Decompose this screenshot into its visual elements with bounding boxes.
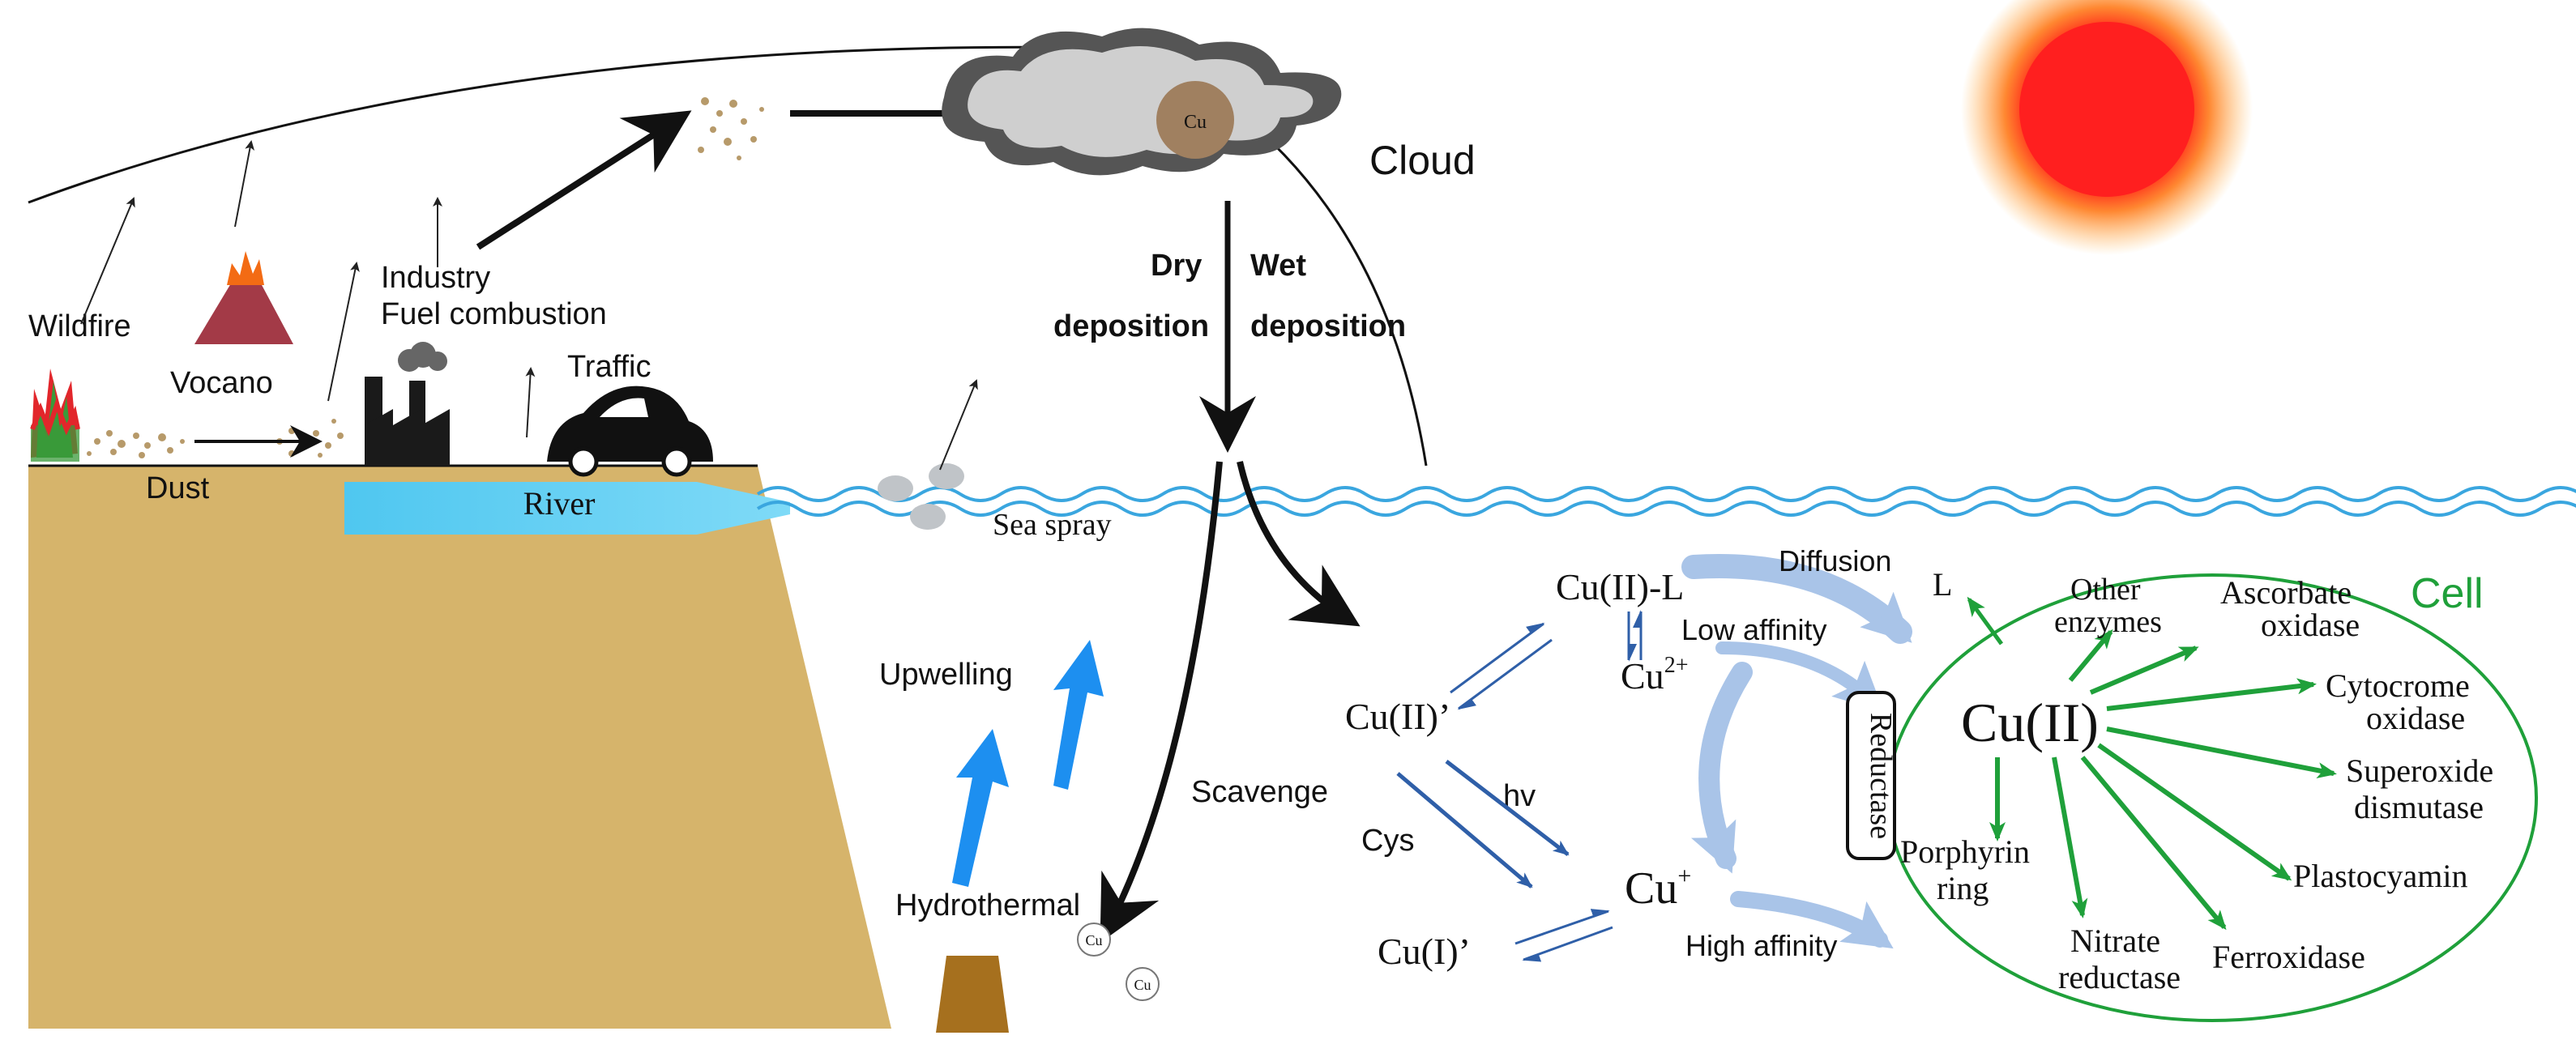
sea-surface	[756, 486, 2576, 517]
sea-spray-droplets	[878, 463, 964, 530]
ascorbate-label: Ascorbate	[2220, 574, 2352, 611]
cu-plus-label: Cu+	[1625, 863, 1691, 914]
uptake-arrows	[1681, 554, 1912, 949]
industry-to-cloud-arrow	[476, 110, 692, 250]
enzymes-label: enzymes	[2054, 605, 2162, 639]
ring-label: ring	[1937, 870, 1989, 906]
nitrate-label: Nitrate	[2070, 923, 2160, 959]
river-channel	[344, 482, 790, 535]
sun	[1961, 0, 2253, 255]
speciation-equilibrium-arrows	[1450, 610, 1643, 962]
cytocrome-oxidase-label: oxidase	[2366, 700, 2465, 736]
cell-label: Cell	[2411, 570, 2484, 617]
airborne-particles	[698, 97, 764, 160]
dry-label: Dry	[1151, 249, 1202, 283]
reductase-box: Reductase	[1846, 691, 1898, 860]
cu-2plus-label: Cu2+	[1621, 653, 1688, 697]
volcano-label: Vocano	[170, 366, 273, 400]
atmosphere-dome	[28, 45, 1428, 467]
cu-ii-prime-label: Cu(II)’	[1345, 696, 1450, 737]
hydrothermal-label: Hydrothermal	[895, 888, 1080, 923]
hydrothermal-cu-particles	[1077, 923, 1160, 1001]
cu-ii-cell-label: Cu(II)	[1961, 692, 2099, 753]
sea-spray-arrow	[939, 379, 978, 471]
dust-label: Dust	[146, 471, 210, 505]
enzyme-arrows	[1989, 629, 2337, 931]
diffusion-label: Diffusion	[1779, 544, 1891, 577]
reductase-label: Reductase	[1864, 713, 1898, 839]
low-affinity-arrow	[1715, 641, 1884, 712]
cu-particle-label-1: Cu	[1085, 932, 1102, 948]
wet-to-water-arrow	[1237, 461, 1361, 627]
other-label: Other	[2070, 573, 2141, 607]
ascorbate-oxidase-label: oxidase	[2261, 607, 2360, 643]
scavenge-arrow	[1100, 461, 1223, 944]
dust-emission-arrow	[327, 262, 360, 402]
high-affinity-arrow	[1730, 891, 1894, 949]
diffusion-arrow	[1681, 554, 1912, 644]
dust-particles	[87, 419, 344, 458]
speciation-reaction-arrows	[1396, 760, 1570, 888]
cu-ii-l-label: Cu(II)-L	[1556, 566, 1684, 607]
high-affinity-label: High affinity	[1685, 929, 1837, 962]
low-affinity-label: Low affinity	[1681, 613, 1826, 646]
l-release-arrow	[1967, 596, 2004, 646]
cloud-cu-particle	[1156, 81, 1234, 159]
cytocrome-label: Cytocrome	[2326, 667, 2470, 704]
cloud-cu-label: Cu	[1184, 112, 1207, 133]
wildfire-emission-arrow	[80, 197, 135, 325]
wildfire-icon	[30, 369, 80, 462]
porphyrin-label: Porphyrin	[1900, 833, 2030, 870]
sun-core	[2019, 22, 2194, 197]
superoxide-label: Superoxide	[2346, 752, 2493, 789]
fuel-combustion-label: Fuel combustion	[381, 297, 607, 331]
wet-deposition-label: deposition	[1250, 309, 1406, 343]
cu-i-prime-label: Cu(I)’	[1378, 931, 1471, 972]
scavenge-label: Scavenge	[1191, 775, 1328, 809]
factory-smoke	[398, 342, 447, 372]
dry-deposition-label: deposition	[1053, 309, 1209, 343]
l-label: L	[1933, 566, 1952, 603]
cu-particle-label-2: Cu	[1134, 977, 1151, 993]
dismutase-label: dismutase	[2354, 789, 2484, 825]
cloud-label: Cloud	[1369, 138, 1476, 183]
land-mass	[28, 466, 891, 1029]
river-label: River	[523, 485, 596, 522]
industry-label: Industry	[381, 261, 490, 295]
nitrate-reductase-label: reductase	[2058, 959, 2181, 995]
car-icon	[547, 386, 713, 477]
factory-icon	[365, 377, 450, 466]
reduction-arrow	[1690, 662, 1753, 874]
sea-spray-label: Sea spray	[993, 508, 1112, 542]
traffic-emission-arrow	[525, 367, 536, 438]
cys-label: Cys	[1361, 824, 1414, 858]
hydrothermal-vent	[936, 956, 1009, 1033]
wildfire-label: Wildfire	[28, 309, 131, 343]
ferroxidase-label: Ferroxidase	[2212, 939, 2365, 975]
volcano-icon	[194, 251, 293, 344]
traffic-label: Traffic	[567, 350, 651, 384]
wet-label: Wet	[1250, 249, 1306, 283]
upwelling-arrows	[952, 640, 1104, 887]
plastocyamin-label: Plastocyamin	[2293, 858, 2468, 894]
upwelling-label: Upwelling	[879, 658, 1013, 692]
volcano-emission-arrow	[234, 140, 255, 228]
